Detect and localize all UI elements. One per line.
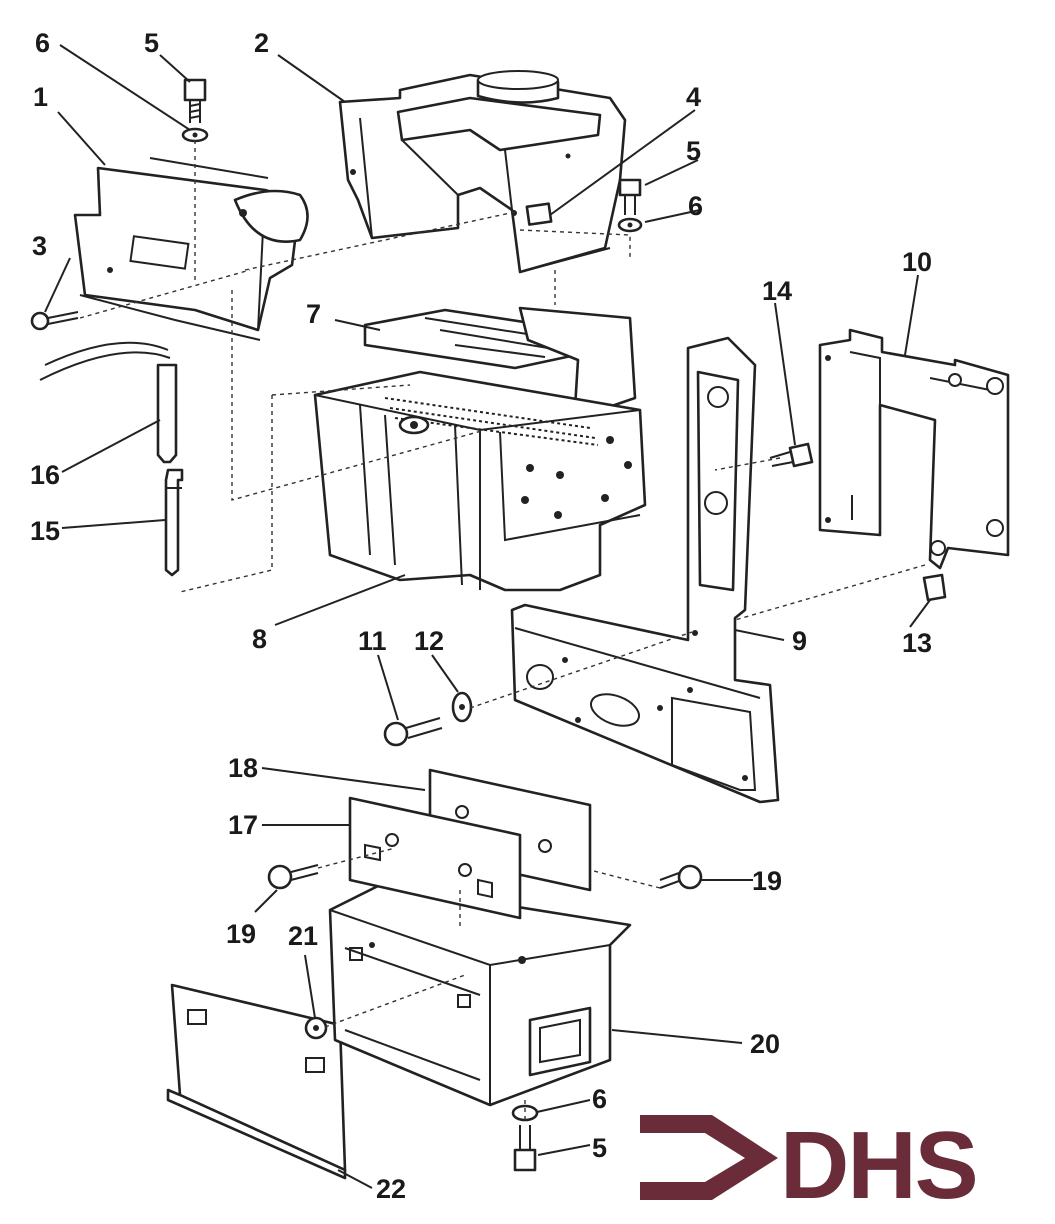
part-12-washer [451,691,473,723]
callout-4: 4 [686,82,701,112]
callout-16: 16 [30,460,60,490]
part-11-screw [383,717,443,747]
part-10-right-bracket [818,328,1010,570]
callout-labels: 1 2 3 4 5 5 5 6 6 6 7 8 9 10 11 12 13 14… [30,28,932,1204]
callout-19: 19 [752,866,782,896]
part-5-bolt-bottom [513,1125,537,1172]
part-7-manifold [363,306,637,412]
part-21-nut [304,1016,328,1040]
callout-3: 3 [32,231,47,261]
callout-18: 18 [228,753,258,783]
part-19-bolt-right [659,864,703,890]
callout-8: 8 [252,624,267,654]
part-2-flue-hood [338,70,627,274]
part-13-clip [922,573,947,602]
callout-14: 14 [762,276,792,306]
part-5-bolt-top [183,78,207,123]
callout-9: 9 [792,626,807,656]
part-22-front-panel [166,983,347,1180]
callout-6: 6 [35,28,50,58]
callout-17: 17 [228,810,258,840]
callout-5: 5 [144,28,159,58]
callout-10: 10 [902,247,932,277]
callout-20: 20 [750,1029,780,1059]
callout-13: 13 [902,628,932,658]
part-16-sensor-lead [39,341,178,464]
part-15-sensor-probe [164,468,184,577]
assembly-lines [79,140,926,1120]
logo-text: DHS [780,1112,977,1219]
callout-22: 22 [376,1174,406,1204]
part-5-bolt-right [618,178,642,215]
callout-2: 2 [254,28,269,58]
callout-5: 5 [686,136,701,166]
callout-21: 21 [288,921,318,951]
callout-6: 6 [592,1084,607,1114]
part-1-cover-bracket [73,157,309,341]
callout-19: 19 [226,919,256,949]
part-19-bolt-left [267,864,319,890]
callout-15: 15 [30,516,60,546]
part-14-bolt [769,442,814,468]
callout-6: 6 [688,191,703,221]
part-8-heat-exchanger [313,370,647,592]
callout-5: 5 [592,1133,607,1163]
callout-12: 12 [414,626,444,656]
leader-lines [44,44,931,1189]
logo-arrow-icon [640,1115,778,1200]
part-17-insulation-panel [348,796,522,920]
part-3-screw [30,311,79,331]
part-6-washer-right [617,217,643,233]
part-6-washer-top [181,127,209,143]
part-20-base-box [328,883,632,1107]
callout-11: 11 [358,626,387,656]
dhs-logo: DHS [640,1112,979,1219]
part-9-back-frame [510,336,780,804]
callout-1: 1 [33,82,48,112]
burner-slots [384,397,599,446]
callout-7: 7 [306,299,321,329]
